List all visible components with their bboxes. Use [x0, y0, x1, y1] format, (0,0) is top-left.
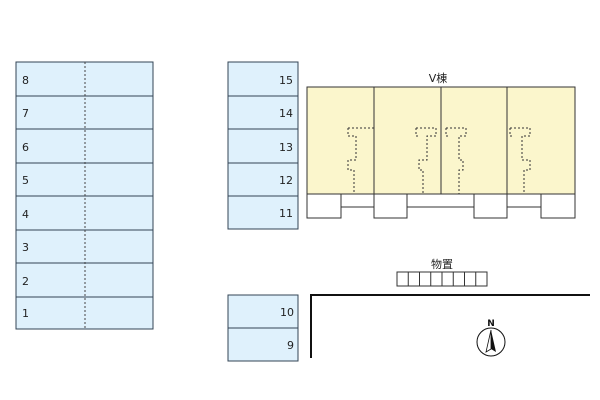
stair-outline: [415, 127, 437, 194]
parking-slot-label: 12: [279, 174, 293, 187]
parking-slot-label: 1: [22, 307, 29, 320]
parking-slot-label: 5: [22, 174, 29, 187]
compass-north-label: N: [487, 319, 495, 329]
parking-slot-label: 4: [22, 208, 29, 221]
building-label: V棟: [429, 71, 448, 85]
parking-middle-lower: 10 9: [227, 294, 299, 362]
building-protrusion: [406, 194, 474, 208]
parking-slot-label: 6: [22, 141, 29, 154]
stair-outline: [347, 127, 374, 194]
parking-slot-7[interactable]: [15, 95, 154, 130]
parking-slot-label: 9: [287, 339, 294, 352]
parking-left-column: 8 7 6 5 4 3 2 1: [15, 61, 154, 330]
entrance-notch: [540, 193, 576, 219]
storage-label: 物置: [431, 257, 453, 271]
storage-shed: 物置: [396, 257, 488, 287]
parking-slot-15[interactable]: [227, 61, 299, 97]
parking-slot-10[interactable]: [227, 294, 299, 329]
building-v: V棟: [306, 71, 576, 219]
parking-slot-9[interactable]: [227, 327, 299, 362]
entrance-notch: [373, 193, 408, 219]
boundary-line: [310, 294, 590, 358]
parking-slot-1[interactable]: [15, 296, 154, 330]
parking-slot-12[interactable]: [227, 162, 299, 197]
parking-slot-14[interactable]: [227, 95, 299, 130]
building-protrusion: [340, 194, 374, 208]
storage-cells: [407, 272, 477, 286]
parking-slot-4[interactable]: [15, 195, 154, 231]
parking-middle-upper: 15 14 13 12 11: [227, 61, 299, 230]
entrance-notch: [306, 193, 342, 219]
parking-slot-11[interactable]: [227, 195, 299, 230]
parking-slot-label: 7: [22, 107, 29, 120]
parking-slot-label: 13: [279, 141, 293, 154]
building-protrusion: [506, 194, 541, 208]
parking-slot-label: 8: [22, 74, 29, 87]
parking-slot-label: 10: [280, 306, 294, 319]
north-arrow-icon: [491, 330, 496, 352]
stair-outline: [509, 127, 531, 194]
parking-slot-label: 11: [279, 207, 293, 220]
stair-outline: [445, 127, 467, 194]
parking-slot-label: 15: [279, 74, 293, 87]
parking-slot-label: 14: [279, 107, 293, 120]
entrance-notch: [473, 193, 508, 219]
compass: N: [476, 319, 506, 357]
parking-slot-label: 3: [22, 241, 29, 254]
parking-slot-label: 2: [22, 275, 29, 288]
parking-slot-13[interactable]: [227, 128, 299, 164]
